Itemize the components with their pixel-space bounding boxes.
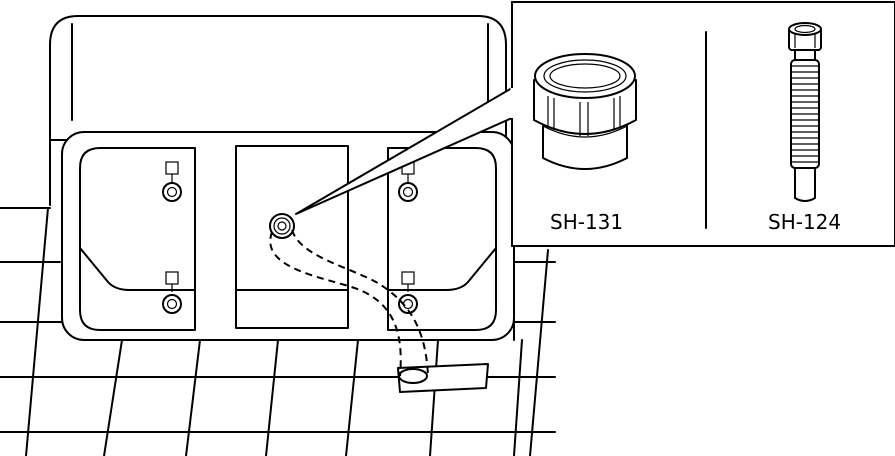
floor-drain-icon (397, 363, 489, 393)
floor-tile-grid (0, 207, 556, 456)
faucet-valve-icon (398, 161, 418, 202)
parts-callout-box: SH-131 SH-124 (510, 1, 895, 247)
sink-unit (49, 15, 515, 341)
right-basin (387, 147, 497, 331)
part-label-sh-124: SH-124 (768, 210, 841, 234)
hidden-hose-route (269, 229, 429, 377)
center-drain-panel (235, 145, 349, 329)
faucet-valve-icon (398, 271, 418, 314)
flexible-drain-hose-icon (788, 22, 822, 202)
drain-adapter-nut-icon (533, 53, 637, 170)
left-basin (79, 147, 196, 331)
faucet-valve-icon (162, 271, 182, 314)
drain-outlet-icon (269, 213, 295, 239)
part-label-sh-131: SH-131 (550, 210, 623, 234)
faucet-valve-icon (162, 161, 182, 202)
